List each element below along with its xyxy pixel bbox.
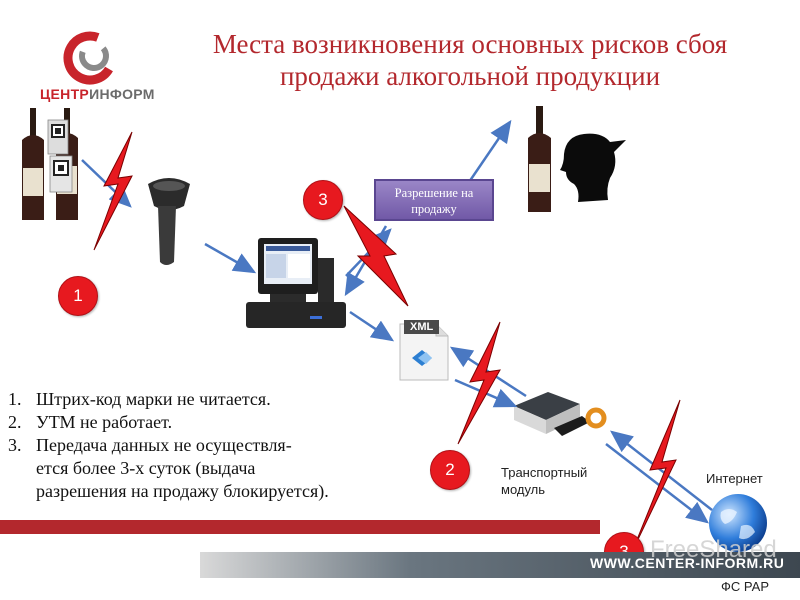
wine-bottles-image <box>22 108 78 220</box>
risk-number: 2. <box>8 412 22 432</box>
risk-list-item: 1. Штрих-код марки не читается. <box>8 388 428 411</box>
risk-number: 3. <box>8 435 22 455</box>
footer-url-link[interactable]: WWW.CENTER-INFORM.RU <box>590 555 785 571</box>
logo-text-part-2: ИНФОРМ <box>89 86 155 102</box>
arrow-globe-to-module <box>610 430 713 511</box>
lightning-bolt-icon <box>631 399 681 553</box>
risk-list: 1. Штрих-код марки не читается. 2. УТМ не … <box>8 388 428 503</box>
fsrar-label: ФС РАР <box>721 579 770 594</box>
risk-text: УТМ не работает. <box>36 412 173 432</box>
arrow-scanner-to-pos <box>204 242 257 274</box>
company-logo-icon <box>63 31 117 85</box>
globe-icon <box>709 494 767 552</box>
risk-continuation: разрешения на продажу блокируется). <box>36 481 329 501</box>
transport-module-icon <box>514 392 607 436</box>
risk-list-item: 3. Передача данных не осуществля- <box>8 434 428 457</box>
transport-module-label-line-2: модуль <box>501 482 546 497</box>
slide-title-line-1: Места возникновения основных рисков сбоя <box>212 29 728 59</box>
company-logo-text: ЦЕНТРИНФОРМ <box>40 86 154 102</box>
lightning-bolt-icon <box>343 205 409 307</box>
risk-marker-3: 3 <box>303 180 343 220</box>
risk-continuation: ется более 3-х суток (выдача <box>36 458 256 478</box>
arrow-module-to-globe <box>605 443 709 524</box>
footer-url-bar <box>200 552 800 578</box>
sale-permit-box: Разрешение на продажу <box>374 179 494 221</box>
arrow-pos-to-xml <box>349 310 395 342</box>
pos-terminal-icon <box>246 238 346 328</box>
watermark-text: FreeShared <box>650 536 777 563</box>
permit-line-1: Разрешение на <box>394 186 474 200</box>
risk-marker-1: 1 <box>58 276 98 316</box>
xml-document-icon <box>399 323 449 381</box>
lightning-bolt-icon <box>457 321 501 445</box>
footer-accent-bar <box>0 520 600 534</box>
risk-number: 1. <box>8 389 22 409</box>
internet-label: Интернет <box>706 471 763 486</box>
slide-title: Места возникновения основных рисков сбоя… <box>150 28 790 92</box>
customer-with-bottle-image <box>528 106 626 212</box>
lightning-bolt-icon <box>93 131 133 251</box>
xml-label: XML <box>404 320 440 334</box>
risk-list-item: 2. УТМ не работает. <box>8 411 428 434</box>
risk-text: Штрих-код марки не читается. <box>36 389 271 409</box>
risk-text: Передача данных не осуществля- <box>36 435 292 455</box>
transport-module-label: Транспортный модуль <box>501 464 587 498</box>
logo-text-part-1: ЦЕНТР <box>40 86 90 102</box>
permit-line-2: продажу <box>411 202 457 216</box>
risk-marker-2: 2 <box>430 450 470 490</box>
barcode-scanner-icon <box>148 178 190 265</box>
transport-module-label-line-1: Транспортный <box>501 465 588 480</box>
slide-title-line-2: продажи алкогольной продукции <box>279 61 661 91</box>
